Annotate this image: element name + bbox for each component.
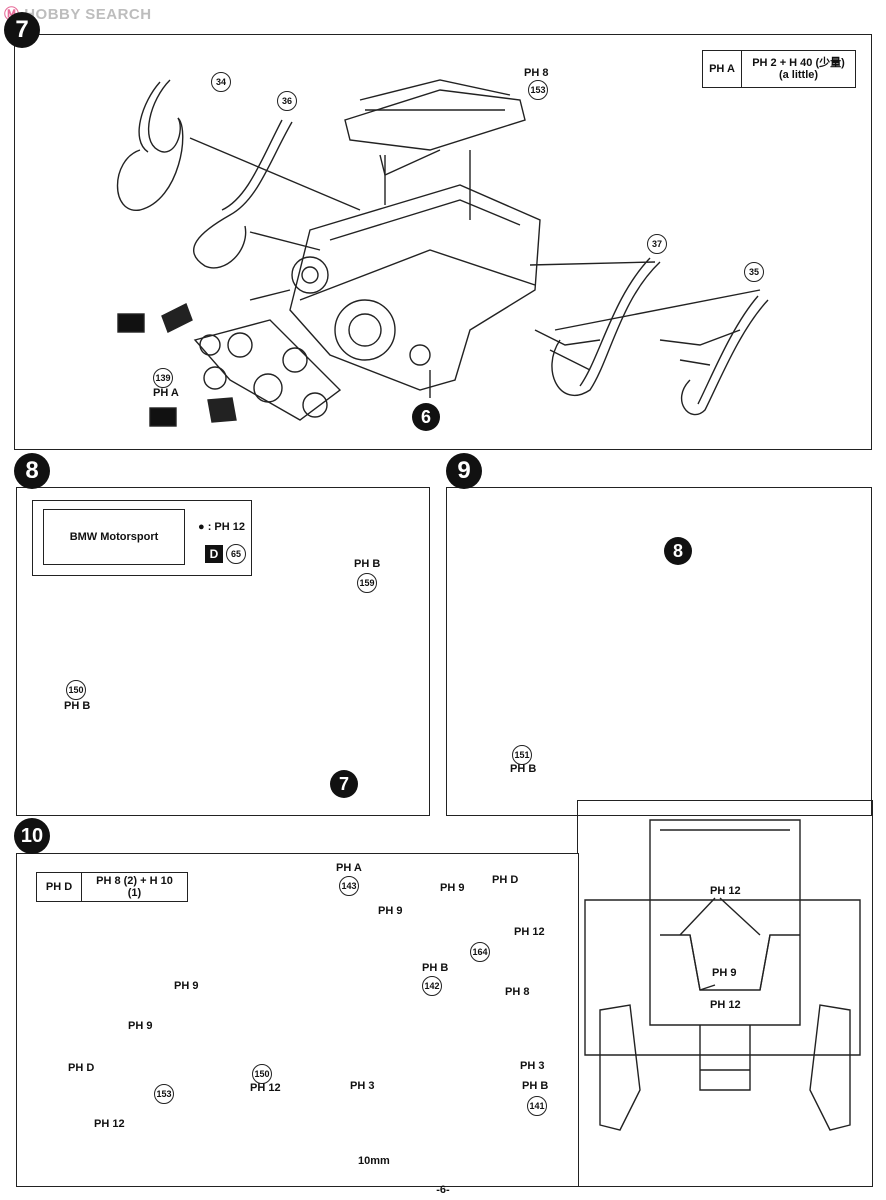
s10-phb-b: PH B (522, 1080, 549, 1092)
s10-ph9-d: PH 9 (128, 1020, 153, 1032)
paint-code: PH A (703, 51, 742, 87)
decal-box: BMW Motorsport ● : PH 12 D 65 (32, 500, 252, 576)
step7-label-pha: PH A (153, 387, 179, 399)
step8-number: 8 (14, 453, 50, 489)
part-34: 34 (211, 72, 231, 92)
part-37: 37 (647, 234, 667, 254)
ref-step-6: 6 (412, 403, 440, 431)
step7-paint-box: PH A PH 2 + H 40 (少量) (a little) (702, 50, 856, 88)
step10-panel (16, 853, 579, 1187)
s10-ph9-b: PH 9 (440, 882, 465, 894)
part-143: 143 (339, 876, 359, 896)
part-153: 153 (528, 80, 548, 100)
ref-step-8: 8 (664, 537, 692, 565)
step8-label-phb-top: PH B (354, 558, 381, 570)
paint-mix: PH 2 + H 40 (少量) (752, 57, 845, 69)
page-number: -6- (436, 1184, 450, 1196)
decal-color: ● : PH 12 (198, 521, 245, 533)
decal-code: D (205, 545, 223, 563)
s10-phd-l: PH D (68, 1062, 95, 1074)
part-142: 142 (422, 976, 442, 996)
part-150-step10: 150 (252, 1064, 272, 1084)
part-36: 36 (277, 91, 297, 111)
s10-phb: PH B (422, 962, 449, 974)
step10-paint-code: PH D (37, 873, 82, 901)
step9-label-phb: PH B (510, 763, 537, 775)
s10-ph9-a: PH 9 (378, 905, 403, 917)
step7-label-ph8: PH 8 (524, 67, 549, 79)
decal-plate: BMW Motorsport (43, 509, 185, 565)
step7-number: 7 (4, 12, 40, 48)
s10-phd-r: PH D (492, 874, 519, 886)
part-139: 139 (153, 368, 173, 388)
s10-ph8: PH 8 (505, 986, 530, 998)
step10-number: 10 (14, 818, 50, 854)
inset-label-ph12-bottom: PH 12 (710, 999, 741, 1011)
part-153-step10: 153 (154, 1084, 174, 1104)
inset-label-ph9: PH 9 (712, 967, 737, 979)
s10-ph12-l: PH 12 (94, 1118, 125, 1130)
decal-number: 65 (226, 544, 246, 564)
step9-inset (577, 800, 873, 1187)
part-164: 164 (470, 942, 490, 962)
part-35: 35 (744, 262, 764, 282)
s10-ph3-b: PH 3 (350, 1080, 375, 1092)
part-150-step8: 150 (66, 680, 86, 700)
part-159: 159 (357, 573, 377, 593)
dimension-label: 10mm (358, 1155, 390, 1167)
s10-pha: PH A (336, 862, 362, 874)
part-151: 151 (512, 745, 532, 765)
part-141: 141 (527, 1096, 547, 1116)
s10-ph12-r: PH 12 (514, 926, 545, 938)
decal-text: BMW Motorsport (69, 531, 159, 543)
step10-paint-mix: PH 8 (2) + H 10 (1) (96, 875, 173, 899)
s10-ph9-c: PH 9 (174, 980, 199, 992)
paint-mix-note: (a little) (778, 69, 819, 81)
s10-ph3-a: PH 3 (520, 1060, 545, 1072)
inset-label-ph12-top: PH 12 (710, 885, 741, 897)
step10-paint-box: PH D PH 8 (2) + H 10 (1) (36, 872, 188, 902)
s10-ph12-m: PH 12 (250, 1082, 281, 1094)
step8-label-phb-left: PH B (64, 700, 91, 712)
step9-number: 9 (446, 453, 482, 489)
ref-step-7: 7 (330, 770, 358, 798)
